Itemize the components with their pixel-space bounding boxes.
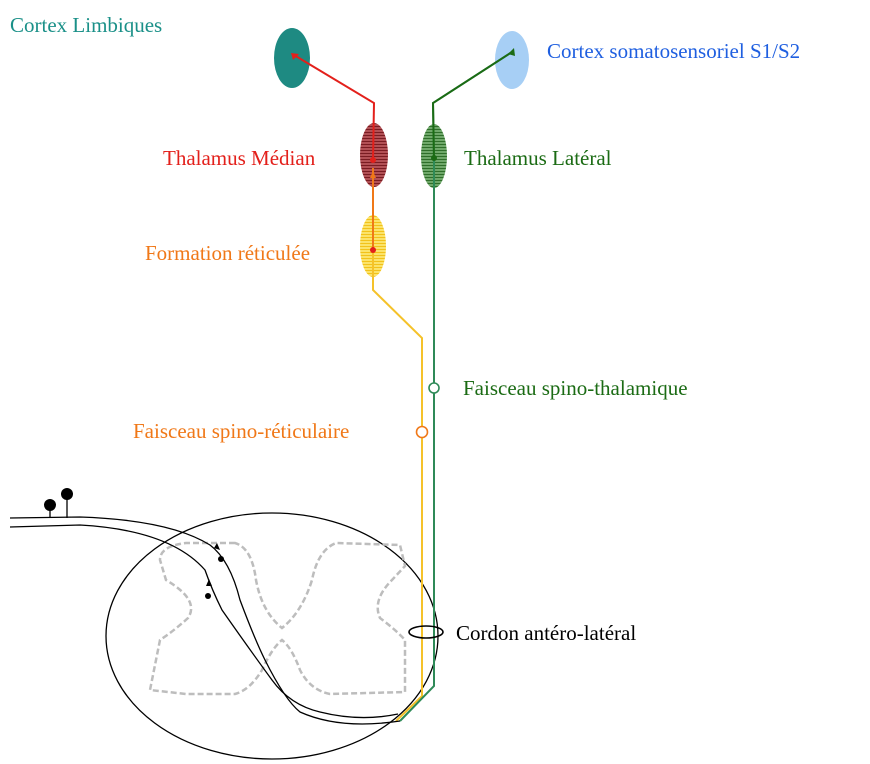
- thalamus-median-synapse: [370, 157, 376, 163]
- label-cordon-antero-lateral: Cordon antéro-latéral: [456, 621, 636, 645]
- afferent-synapse-1: [218, 556, 224, 562]
- label-faisceau-spino-reticulaire: Faisceau spino-réticulaire: [133, 419, 349, 443]
- label-cortex-limbiques: Cortex Limbiques: [10, 13, 162, 37]
- label-thalamus-median: Thalamus Médian: [163, 146, 316, 170]
- spino-reticular-marker: [417, 427, 428, 438]
- spino-reticular-path: [373, 250, 422, 721]
- label-faisceau-spino-thalamique: Faisceau spino-thalamique: [463, 376, 688, 400]
- label-formation-reticulee: Formation réticulée: [145, 241, 310, 265]
- afferent-fiber-outer: [10, 517, 400, 724]
- reticular-synapse: [370, 247, 376, 253]
- thalamus-lateral-synapse: [431, 155, 437, 161]
- label-cortex-somatosensoriel: Cortex somatosensoriel S1/S2: [547, 39, 800, 63]
- label-thalamus-lateral: Thalamus Latéral: [464, 146, 612, 170]
- afferent-synapse-2: [205, 593, 211, 599]
- afferent-arrow-2: [206, 579, 212, 586]
- receptor-1: [44, 499, 56, 511]
- spino-thalamic-marker: [429, 383, 439, 393]
- grey-matter-outline: [150, 543, 405, 694]
- cortex-limbiques-ellipse: [274, 28, 310, 88]
- afferent-fiber-inner: [10, 525, 398, 718]
- receptor-2: [61, 488, 73, 500]
